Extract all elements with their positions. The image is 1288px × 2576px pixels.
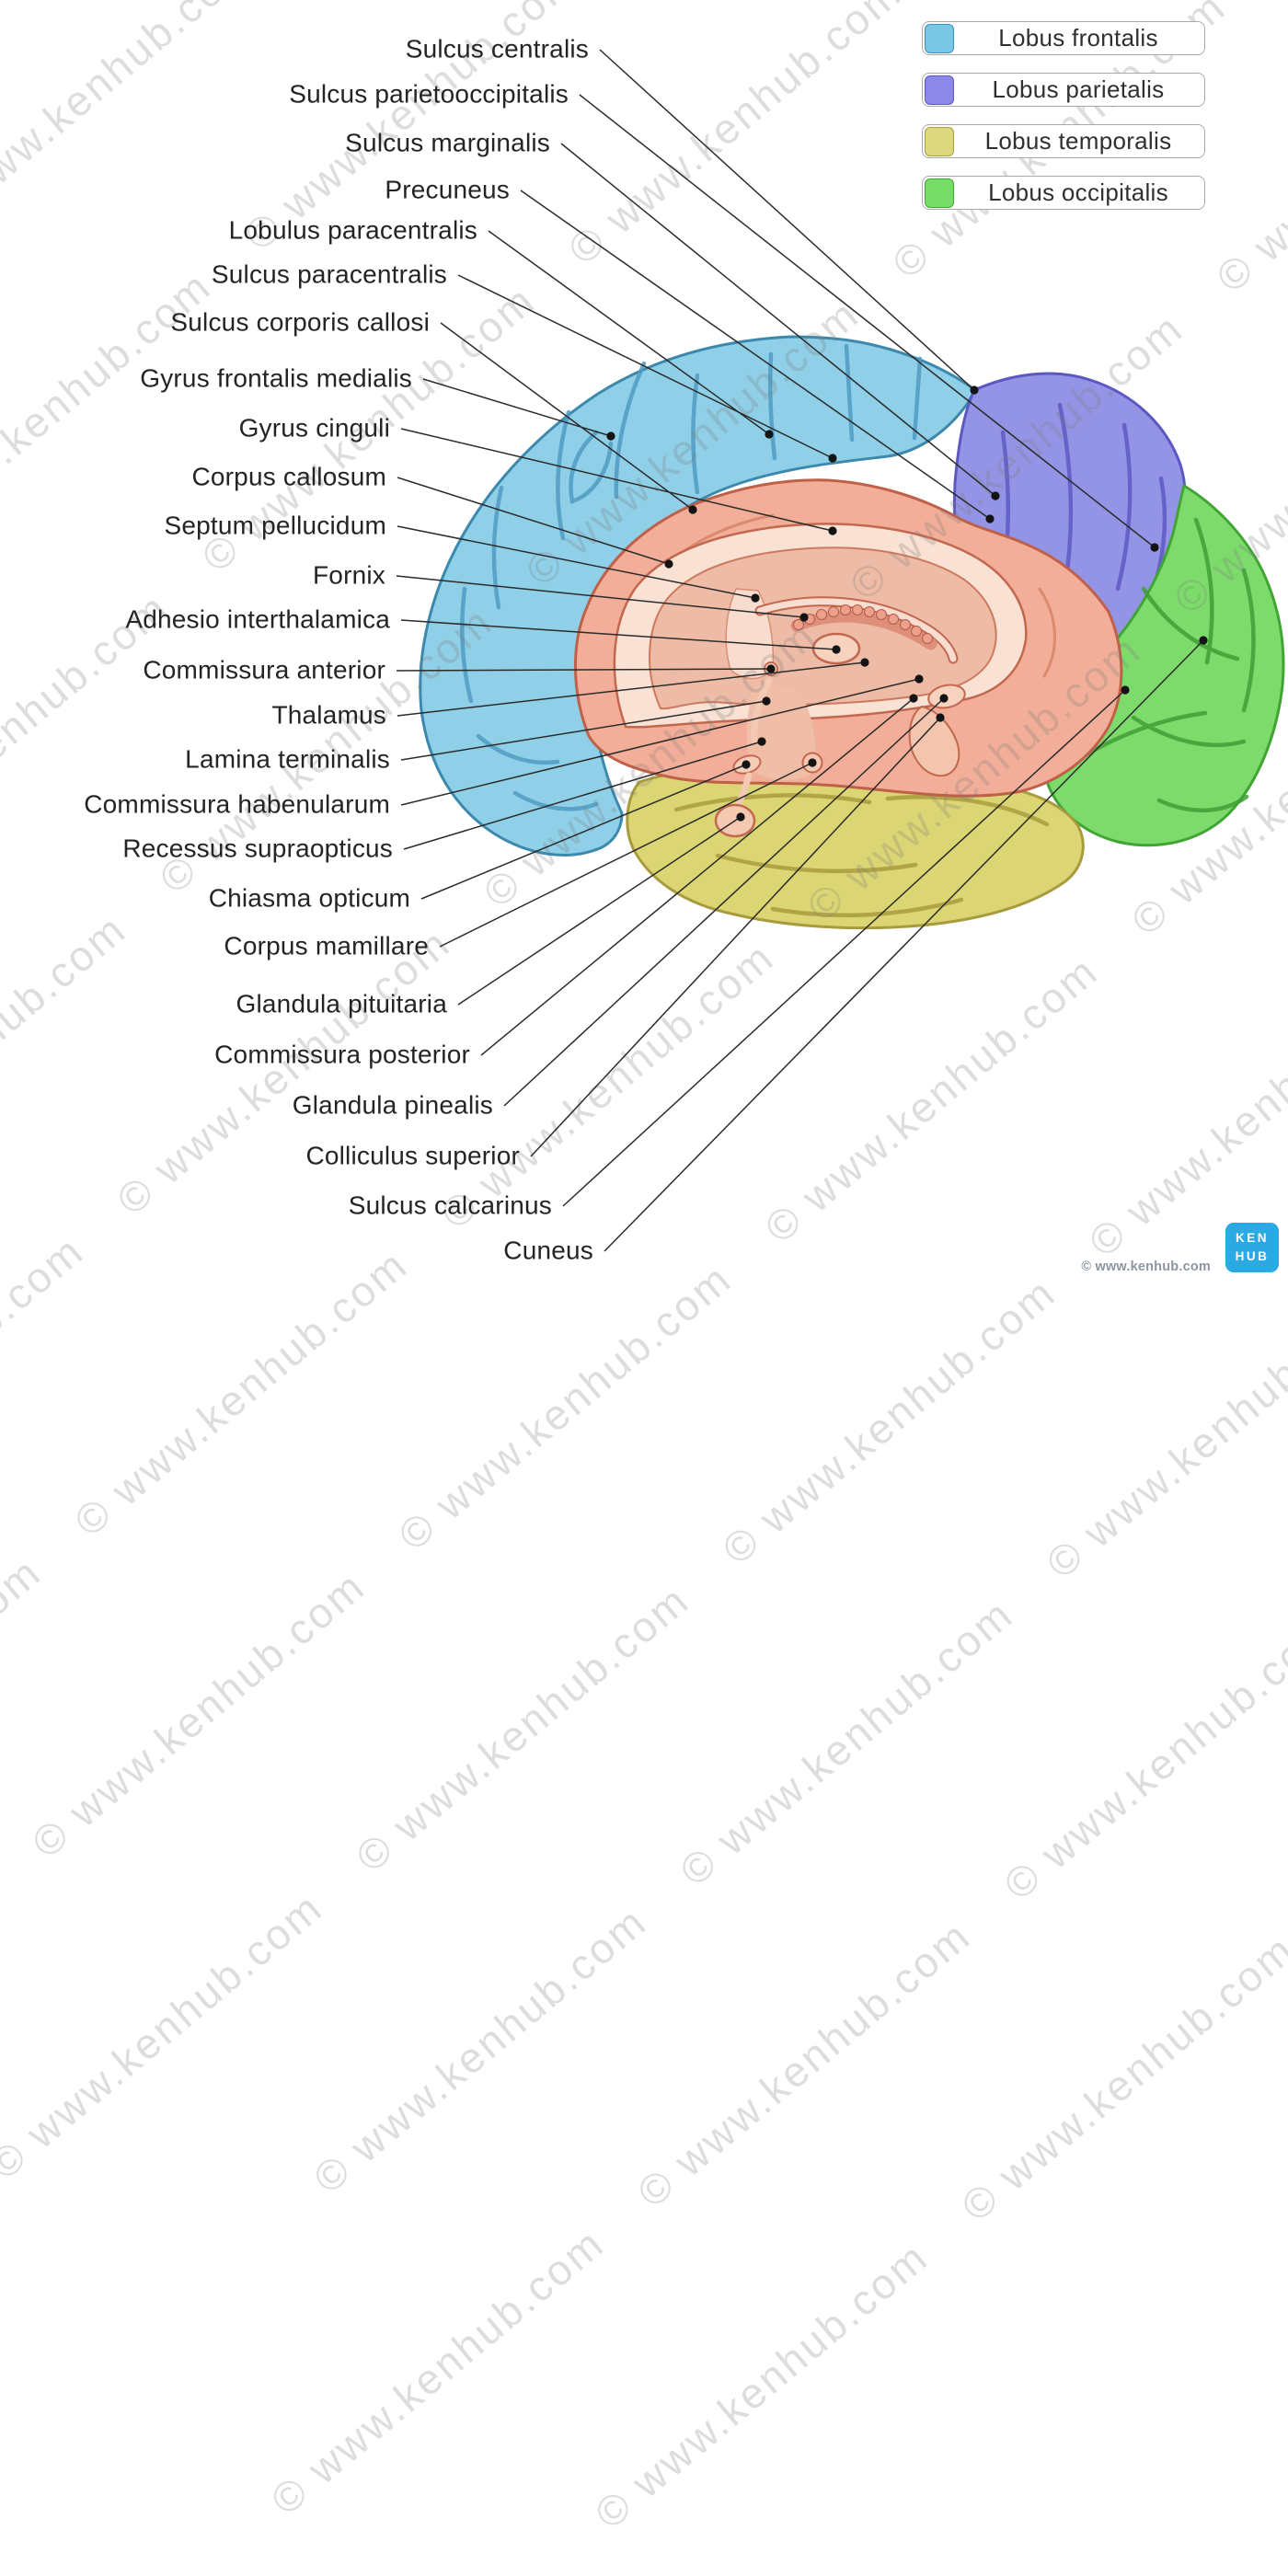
leader-dot	[936, 713, 945, 722]
leader-line	[397, 525, 756, 599]
leader-line	[457, 274, 834, 459]
leader-line	[562, 689, 1126, 1207]
legend-label: Lobus occipitalis	[988, 178, 1168, 206]
legend-item: Lobus occipitalis	[922, 176, 1205, 210]
infundibulum-shape	[734, 772, 753, 810]
leader-dot	[991, 491, 1000, 500]
watermark-text: © www.kenhub.com	[304, 1896, 656, 2203]
leader-lines-layer	[396, 49, 1208, 1252]
leader-line	[400, 619, 837, 650]
leader-dot	[970, 385, 979, 395]
leader-dot	[799, 613, 809, 622]
leader-line	[397, 661, 866, 717]
leader-line	[439, 762, 813, 948]
leader-dot	[914, 674, 924, 684]
leader-line	[599, 49, 975, 391]
watermark-text: © www.kenhub.com	[261, 2218, 614, 2524]
watermark-text: © www.kenhub.com	[0, 1882, 332, 2189]
leader-dot	[828, 526, 837, 535]
leader-dot	[1199, 636, 1208, 645]
leader-line	[480, 697, 914, 1056]
leader-line	[422, 378, 612, 437]
watermark-text: © www.kenhub.com	[0, 1547, 51, 1853]
leader-line	[457, 816, 742, 1006]
legend-label: Lobus frontalis	[998, 24, 1158, 52]
leader-dot	[1121, 685, 1130, 695]
legend-color-swatch	[925, 23, 954, 53]
leader-line	[604, 639, 1204, 1252]
copyright-text: © www.kenhub.com	[1081, 1259, 1211, 1274]
leader-dot	[939, 694, 949, 703]
leader-dot	[985, 514, 995, 523]
leader-line	[397, 477, 670, 565]
legend-label: Lobus parietalis	[992, 75, 1165, 103]
legend-item: Lobus parietalis	[922, 73, 1205, 107]
leader-dot	[736, 812, 745, 822]
leader-line	[560, 143, 996, 497]
kenhub-logo-line2: HUB	[1235, 1249, 1270, 1263]
watermark-text: © www.kenhub.com	[389, 1253, 742, 1560]
leader-dot	[832, 645, 841, 654]
leader-line	[530, 717, 941, 1157]
kenhub-logo: KEN HUB	[1225, 1223, 1279, 1272]
watermark-text: © www.kenhub.com	[995, 1603, 1288, 1910]
fornix-shape	[756, 598, 957, 662]
leader-line	[396, 668, 772, 672]
leader-dot	[860, 658, 869, 667]
leader-line	[488, 230, 770, 435]
leader-dot	[742, 760, 751, 769]
leader-line	[396, 575, 805, 618]
leader-dot	[664, 559, 673, 569]
leader-dot	[909, 694, 918, 703]
watermark-text: © www.kenhub.com	[346, 1575, 698, 1881]
leader-line	[403, 741, 763, 850]
leader-dot	[828, 454, 837, 463]
leader-line	[400, 428, 834, 532]
leader-line	[503, 697, 945, 1107]
legend-item: Lobus frontalis	[922, 21, 1205, 55]
kenhub-logo-line1: KEN	[1235, 1231, 1269, 1246]
leader-dot	[766, 664, 776, 673]
legend-item: Lobus temporalis	[922, 124, 1205, 158]
leader-dot	[762, 696, 771, 706]
leader-dot	[765, 430, 774, 439]
brain-illustration	[419, 335, 1285, 930]
watermark-text: © www.kenhub.com	[1037, 1282, 1288, 1588]
leader-line	[579, 94, 1156, 548]
legend-color-swatch	[925, 75, 954, 105]
leader-dot	[606, 431, 615, 441]
watermark-text: © www.kenhub.com	[713, 1268, 1065, 1574]
hypothalamus-shape	[746, 681, 816, 780]
lamina-terminalis-shape	[751, 677, 773, 745]
watermark-text: © www.kenhub.com	[627, 1910, 980, 2217]
frontal-sulci-lines	[460, 343, 923, 811]
leader-line	[400, 678, 920, 806]
watermark-text: © www.kenhub.com	[670, 1589, 1023, 1895]
colliculus-shape	[908, 705, 960, 777]
leader-dot	[751, 593, 760, 603]
leader-dot	[688, 505, 697, 514]
leader-line	[440, 322, 694, 511]
leader-dot	[808, 758, 817, 767]
leader-dot	[1150, 543, 1159, 552]
leader-dot	[757, 737, 766, 746]
watermark-text: © www.kenhub.com	[22, 1561, 374, 1868]
watermark-text: © www.kenhub.com	[951, 1925, 1288, 2231]
occipital-lobe-shape	[1041, 483, 1285, 847]
watermark-text: © www.kenhub.com	[585, 2232, 937, 2538]
legend-label: Lobus temporalis	[984, 127, 1172, 155]
leader-line	[400, 700, 767, 761]
leader-line	[520, 190, 991, 520]
leader-line	[420, 764, 747, 900]
legend-color-swatch	[925, 126, 954, 156]
legend-color-swatch	[925, 178, 954, 208]
